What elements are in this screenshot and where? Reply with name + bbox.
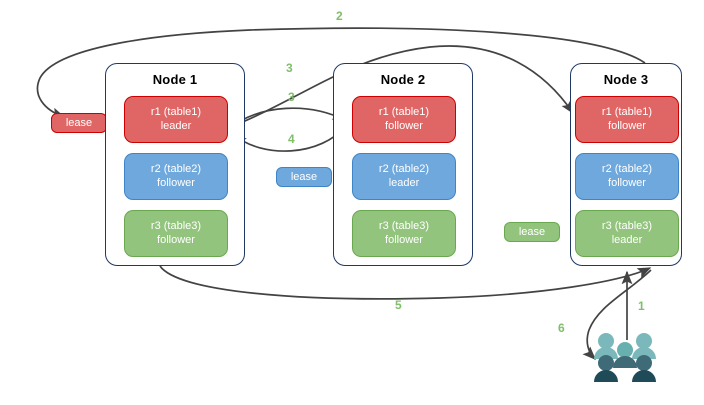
replica-node2-r2: r2 (table2) leader bbox=[352, 153, 456, 200]
node-box-node2: Node 2 r1 (table1) follower r2 (table2) … bbox=[333, 63, 473, 266]
replica-role: leader bbox=[611, 233, 643, 246]
replica-node1-r2: r2 (table2) follower bbox=[124, 153, 228, 200]
replica-node1-r3: r3 (table3) follower bbox=[124, 210, 228, 257]
lease-label: lease bbox=[518, 226, 546, 238]
replica-name: r2 (table2) bbox=[378, 163, 430, 175]
replica-role: follower bbox=[385, 233, 423, 246]
arrow-step-3b bbox=[227, 107, 347, 130]
node-box-node1: Node 1 r1 (table1) leader r2 (table2) fo… bbox=[105, 63, 245, 266]
replica-node2-r1: r1 (table1) follower bbox=[352, 96, 456, 143]
replica-role: leader bbox=[388, 176, 420, 189]
replica-name: r2 (table2) bbox=[150, 163, 202, 175]
replica-name: r3 (table3) bbox=[150, 220, 202, 232]
replica-node3-r1: r1 (table1) follower bbox=[575, 96, 679, 143]
step-label-4: 4 bbox=[288, 132, 295, 146]
step-label-5: 5 bbox=[395, 298, 402, 312]
users-icon bbox=[594, 333, 656, 382]
lease-badge-r3: lease bbox=[504, 222, 560, 242]
lease-badge-r1: lease bbox=[51, 113, 107, 133]
replica-role: leader bbox=[160, 119, 192, 132]
replica-node2-r3: r3 (table3) follower bbox=[352, 210, 456, 257]
step-label-2: 2 bbox=[336, 9, 343, 23]
replica-name: r3 (table3) bbox=[378, 220, 430, 232]
replica-role: follower bbox=[385, 119, 423, 132]
replica-name: r1 (table1) bbox=[150, 106, 202, 118]
replica-name: r1 (table1) bbox=[601, 106, 653, 118]
step-label-3b: 3 bbox=[288, 90, 295, 104]
replica-role: follower bbox=[157, 176, 195, 189]
node-box-node3: Node 3 r1 (table1) follower r2 (table2) … bbox=[570, 63, 682, 266]
lease-label: lease bbox=[290, 171, 318, 183]
replica-node3-r3: r3 (table3) leader bbox=[575, 210, 679, 257]
node-title: Node 1 bbox=[152, 72, 198, 87]
node-title: Node 3 bbox=[603, 72, 649, 87]
step-label-3a: 3 bbox=[286, 61, 293, 75]
step-label-1: 1 bbox=[638, 299, 645, 313]
arrow-step-5 bbox=[159, 265, 652, 300]
replica-name: r1 (table1) bbox=[378, 106, 430, 118]
replica-name: r2 (table2) bbox=[601, 163, 653, 175]
node-title: Node 2 bbox=[380, 72, 426, 87]
replica-node1-r1: r1 (table1) leader bbox=[124, 96, 228, 143]
replica-role: follower bbox=[608, 119, 646, 132]
replica-role: follower bbox=[608, 176, 646, 189]
lease-label: lease bbox=[65, 117, 93, 129]
replica-role: follower bbox=[157, 233, 195, 246]
lease-badge-r2: lease bbox=[276, 167, 332, 187]
replica-name: r3 (table3) bbox=[601, 220, 653, 232]
replica-node3-r2: r2 (table2) follower bbox=[575, 153, 679, 200]
step-label-6: 6 bbox=[558, 321, 565, 335]
